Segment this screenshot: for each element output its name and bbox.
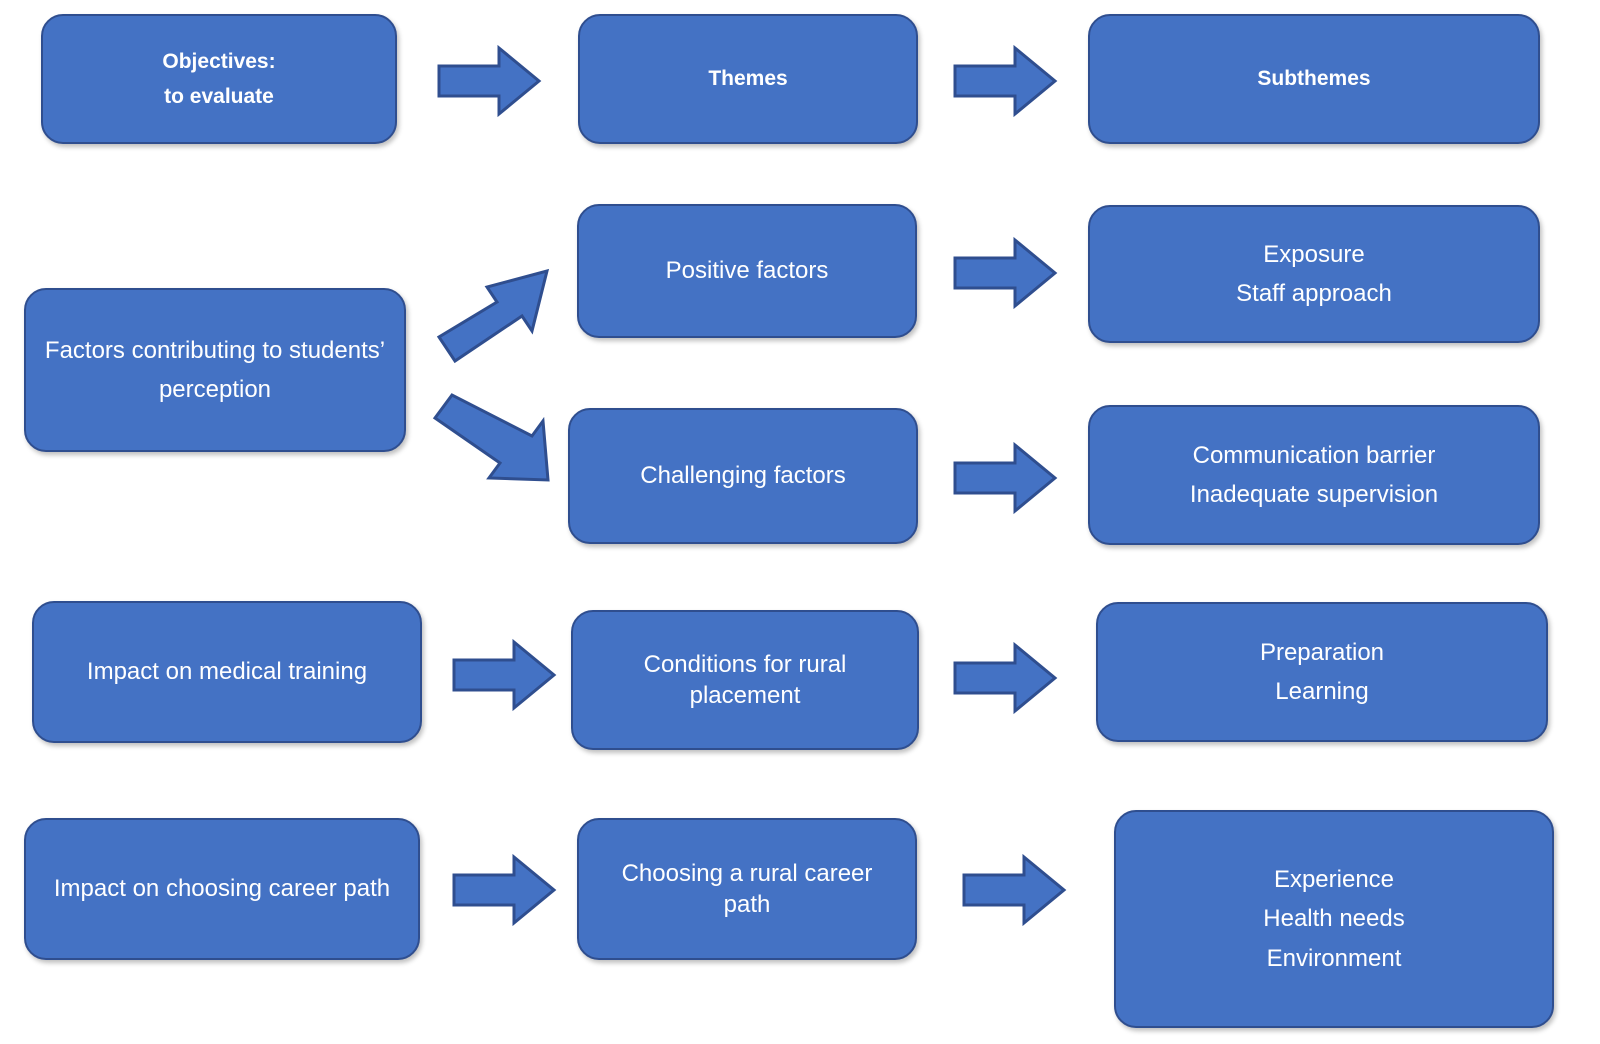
theme-challenging-factors-label: Challenging factors bbox=[640, 462, 846, 490]
header-objectives-line1: Objectives: bbox=[162, 49, 276, 73]
arrow-positive-factors-to-subthemes bbox=[953, 236, 1058, 310]
subtheme-box-challenging-factors: Communication barrier Inadequate supervi… bbox=[1088, 405, 1540, 545]
arrow-career-theme-to-subthemes bbox=[962, 853, 1067, 927]
arrow-factors-to-positive-factors bbox=[436, 265, 552, 365]
subtheme-career-item-1: Experience bbox=[1273, 866, 1395, 894]
subtheme-box-career-path: Experience Health needs Environment bbox=[1114, 810, 1554, 1028]
subtheme-box-positive-factors: Exposure Staff approach bbox=[1088, 205, 1540, 343]
arrow-challenging-factors-to-subthemes bbox=[953, 441, 1058, 515]
header-objectives-line2: to evaluate bbox=[164, 85, 274, 108]
subtheme-positive-item-2: Staff approach bbox=[1236, 280, 1392, 307]
subtheme-box-conditions: Preparation Learning bbox=[1096, 602, 1548, 742]
objective-box-medical-training: Impact on medical training bbox=[32, 601, 422, 743]
header-box-themes: Themes bbox=[578, 14, 918, 144]
subtheme-career-item-3: Environment bbox=[1266, 944, 1402, 972]
header-themes-label: Themes bbox=[708, 67, 788, 91]
header-subthemes-label: Subthemes bbox=[1257, 67, 1371, 91]
theme-box-positive-factors: Positive factors bbox=[577, 204, 917, 338]
arrow-factors-to-challenging-factors bbox=[432, 392, 550, 484]
theme-conditions-label: Conditions for rural placement bbox=[643, 650, 847, 709]
arrow-career-impact-to-theme bbox=[452, 853, 557, 927]
subtheme-positive-item-1: Exposure bbox=[1263, 240, 1365, 268]
theme-box-conditions-for-rural-placement: Conditions for rural placement bbox=[571, 610, 919, 750]
objective-box-factors: Factors contributing to students’ percep… bbox=[24, 288, 406, 452]
subtheme-conditions-item-2: Learning bbox=[1275, 678, 1369, 705]
theme-box-choosing-rural-career-path: Choosing a rural career path bbox=[577, 818, 917, 960]
theme-positive-factors-label: Positive factors bbox=[665, 257, 829, 285]
subtheme-conditions-item-1: Preparation bbox=[1259, 638, 1385, 666]
arrow-header-objectives-to-themes bbox=[437, 44, 542, 118]
header-box-subthemes: Subthemes bbox=[1088, 14, 1540, 144]
objective-factors-line2: perception bbox=[158, 376, 272, 403]
subtheme-challenging-item-2: Inadequate supervision bbox=[1189, 481, 1439, 508]
subtheme-career-item-2: Health needs bbox=[1263, 905, 1405, 933]
arrow-conditions-to-subthemes bbox=[953, 641, 1058, 715]
subtheme-challenging-item-1: Communication barrier bbox=[1192, 441, 1436, 469]
objective-medical-training-label: Impact on medical training bbox=[86, 658, 368, 686]
theme-career-path-label: Choosing a rural career path bbox=[621, 859, 873, 918]
header-box-objectives: Objectives: to evaluate bbox=[41, 14, 397, 144]
arrow-medical-training-to-conditions bbox=[452, 638, 557, 712]
objective-factors-line1: Factors contributing to students’ bbox=[44, 336, 386, 364]
theme-box-challenging-factors: Challenging factors bbox=[568, 408, 918, 544]
objective-career-path-label: Impact on choosing career path bbox=[53, 875, 391, 903]
objective-box-career-path: Impact on choosing career path bbox=[24, 818, 420, 960]
arrow-header-themes-to-subthemes bbox=[953, 44, 1058, 118]
